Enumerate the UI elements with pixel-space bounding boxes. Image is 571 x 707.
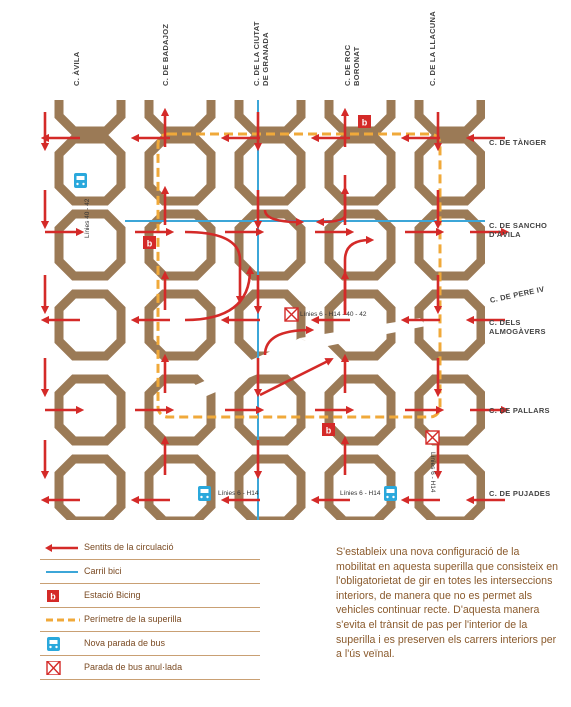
city-block bbox=[414, 374, 485, 446]
city-block bbox=[509, 69, 571, 131]
legend-row-bus: Nova parada de bus bbox=[40, 632, 260, 656]
bus-icon bbox=[198, 486, 211, 501]
turn-arrow bbox=[259, 358, 334, 397]
city-block bbox=[234, 454, 306, 520]
street-label-ciutat-granada: C. DE LA CIUTAT DE GRANADA bbox=[252, 21, 270, 86]
city-block bbox=[54, 289, 126, 361]
city-block bbox=[144, 134, 216, 206]
bus-icon bbox=[384, 486, 397, 501]
city-block bbox=[414, 289, 485, 361]
bus-lines-label-bottom-right: Línies 6 - H14 bbox=[340, 490, 381, 497]
cancelled-bus-icon bbox=[46, 661, 61, 675]
city-block bbox=[54, 100, 126, 136]
city-blocks bbox=[0, 69, 571, 521]
legend-row-cancelled-bus: Parada de bus anul·lada bbox=[40, 656, 260, 680]
cancelled-bus-icon bbox=[425, 430, 440, 445]
city-block bbox=[0, 214, 31, 276]
legend-row-bicing: b Estació Bicing bbox=[40, 584, 260, 608]
street-label-avila: C. ÀVILA bbox=[72, 51, 81, 86]
legend-row-traffic: Sentits de la circulació bbox=[40, 536, 260, 560]
city-block bbox=[0, 294, 31, 356]
city-block bbox=[234, 134, 306, 206]
street-label-badajoz: C. DE BADAJOZ bbox=[161, 23, 170, 86]
legend-label-perimeter: Perímetre de la superilla bbox=[84, 614, 182, 624]
legend-row-perimeter: Perímetre de la superilla bbox=[40, 608, 260, 632]
legend-label-bus: Nova parada de bus bbox=[84, 638, 166, 648]
legend: Sentits de la circulació Carril bici b E… bbox=[40, 536, 260, 680]
city-block bbox=[0, 69, 31, 131]
street-label-tanger: C. DE TÀNGER bbox=[489, 138, 547, 147]
city-block bbox=[144, 100, 216, 136]
city-block bbox=[0, 139, 31, 201]
arrow-icon bbox=[45, 544, 78, 552]
bicing-icon: b bbox=[322, 423, 335, 436]
city-block bbox=[54, 454, 126, 520]
city-block bbox=[324, 454, 396, 520]
turn-arrow bbox=[263, 325, 315, 356]
description-paragraph: S'estableix una nova configuració de la … bbox=[336, 546, 559, 661]
legend-label-bicing: Estació Bicing bbox=[84, 590, 141, 600]
bus-icon bbox=[47, 637, 60, 651]
cancelled-stop-label-right: Línies 6 - H14 bbox=[429, 452, 436, 493]
street-label-pallars: C. DE PALLARS bbox=[489, 406, 550, 415]
city-block bbox=[234, 100, 306, 136]
bus-lines-label-left: Línies 40 - 42 bbox=[84, 198, 91, 238]
turn-arrow bbox=[184, 265, 255, 322]
cancelled-stop-label-center: Línies 6 - H14 - 40 - 42 bbox=[300, 311, 367, 318]
turn-arrow bbox=[315, 175, 347, 227]
bicing-icon: b bbox=[358, 115, 371, 128]
superblock-perimeter bbox=[156, 132, 442, 419]
svg-text:b: b bbox=[362, 118, 368, 128]
street-label-pujades: C. DE PUJADES bbox=[489, 489, 551, 498]
legend-label-cancelled-bus: Parada de bus anul·lada bbox=[84, 662, 183, 672]
city-block bbox=[324, 374, 396, 446]
svg-text:b: b bbox=[50, 592, 56, 602]
city-block bbox=[414, 100, 485, 136]
city-block bbox=[0, 459, 31, 521]
street-label-almogavers: C. DELS ALMOGÀVERS bbox=[489, 318, 546, 336]
svg-text:b: b bbox=[326, 426, 332, 436]
turn-arrow bbox=[184, 230, 245, 305]
pere-iv-diagonal bbox=[300, 318, 426, 348]
city-block bbox=[234, 209, 306, 281]
city-block bbox=[54, 209, 126, 281]
legend-label-traffic: Sentits de la circulació bbox=[84, 542, 174, 552]
bicing-icon: b bbox=[47, 590, 59, 602]
bicing-icon: b bbox=[143, 236, 156, 249]
city-block bbox=[144, 454, 216, 520]
city-block bbox=[324, 134, 396, 206]
city-block bbox=[414, 454, 485, 520]
dashed-line-icon bbox=[46, 618, 80, 622]
turn-arrow bbox=[263, 209, 305, 227]
pere-iv-diagonal bbox=[180, 338, 318, 404]
map-icons: b b b bbox=[74, 115, 440, 501]
city-block bbox=[54, 374, 126, 446]
city-block bbox=[414, 134, 485, 206]
traffic-arrows bbox=[40, 107, 510, 505]
street-label-llacuna: C. DE LA LLACUNA bbox=[428, 11, 437, 86]
bus-icon bbox=[74, 173, 87, 188]
city-block bbox=[234, 374, 306, 446]
turn-arrow bbox=[343, 235, 375, 315]
line-icon bbox=[46, 571, 78, 573]
bus-lines-label-bottom-left: Línies 6 - H14 bbox=[218, 490, 259, 497]
svg-text:b: b bbox=[147, 239, 153, 249]
city-block bbox=[0, 379, 31, 441]
legend-row-bike: Carril bici bbox=[40, 560, 260, 584]
street-label-sancho-avila: C. DE SANCHO D'ÀVILA bbox=[489, 221, 548, 239]
superblock-map: b b b bbox=[0, 69, 571, 521]
legend-label-bike: Carril bici bbox=[84, 566, 122, 576]
city-block bbox=[509, 139, 571, 201]
city-block bbox=[324, 209, 396, 281]
city-block bbox=[324, 100, 396, 136]
street-label-roc-boronat: C. DE ROC BORONAT bbox=[343, 44, 361, 86]
city-block bbox=[54, 134, 126, 206]
city-block bbox=[414, 209, 485, 281]
cancelled-bus-icon bbox=[284, 307, 299, 322]
